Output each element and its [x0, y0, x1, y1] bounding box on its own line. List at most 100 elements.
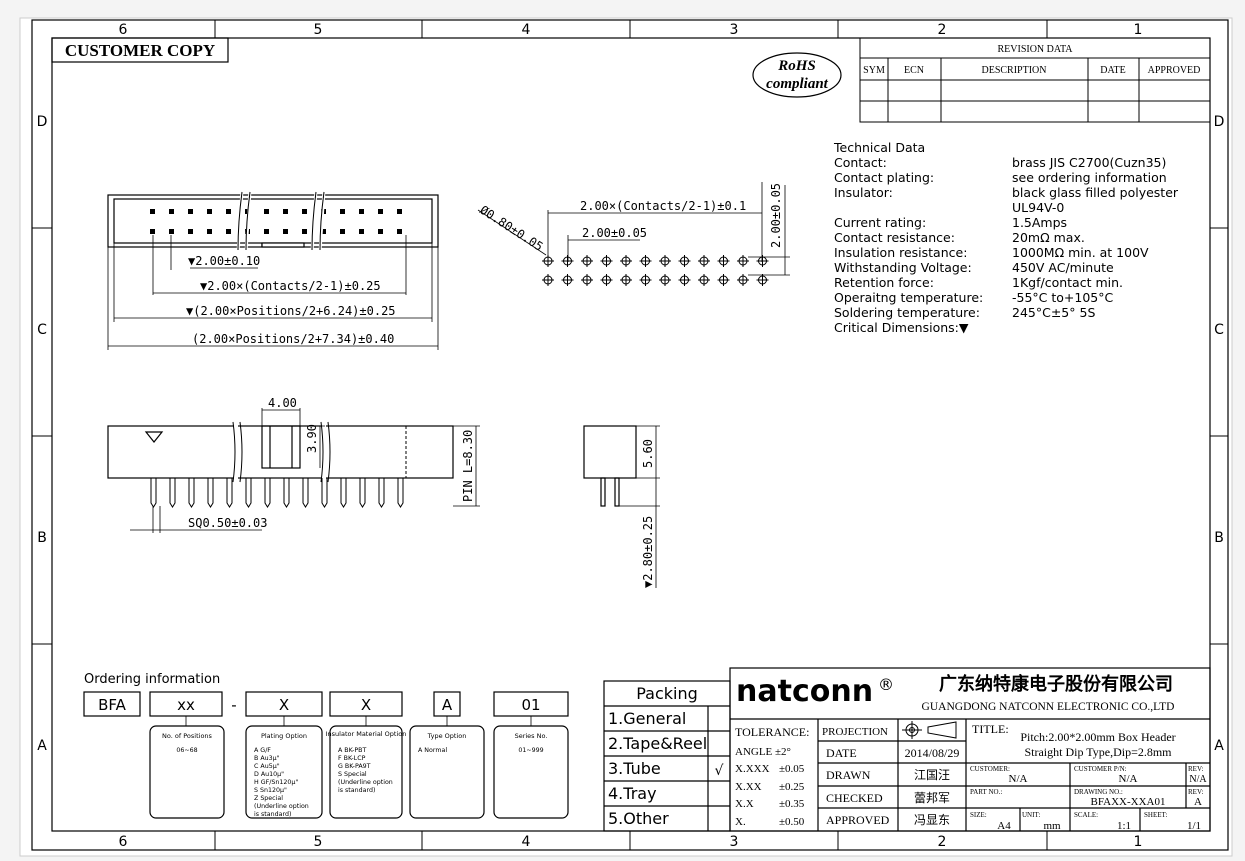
title-label: TITLE: — [972, 722, 1009, 736]
tech-label: Contact: — [834, 155, 887, 170]
dim-positions: ▼(2.00×Positions/2+6.24)±0.25 — [186, 304, 396, 318]
customer-copy-label: CUSTOMER COPY — [65, 41, 215, 60]
projection-symbol — [902, 721, 957, 739]
revision-title: REVISION DATA — [997, 44, 1073, 55]
drawing-no-label: DRAWING NO.: — [1074, 788, 1123, 796]
packing-title: Packing — [636, 684, 698, 703]
pin-lead — [169, 478, 176, 508]
option-box-line: is standard) — [254, 811, 291, 818]
row-label: C — [1214, 322, 1224, 338]
revision-header: APPROVED — [1148, 65, 1201, 76]
pin-lead — [397, 478, 404, 508]
drawn-label: DRAWN — [826, 768, 871, 782]
rev-label: REV: — [1188, 788, 1203, 796]
pin-lead — [150, 478, 157, 508]
option-box-line: A Normal — [418, 747, 447, 754]
pin-lead — [207, 478, 214, 508]
top-view — [107, 194, 439, 248]
option-box-frame — [329, 725, 403, 819]
size-value: A4 — [997, 820, 1011, 832]
pin-square — [397, 209, 402, 214]
company-name-cn: 广东纳特康电子股份有限公司 — [939, 673, 1173, 694]
company-name-en: GUANGDONG NATCONN ELECTRONIC CO.,LTD — [922, 701, 1175, 713]
pin-lead — [245, 478, 252, 508]
customer-label: CUSTOMER: — [970, 765, 1010, 773]
order-code: - — [231, 696, 236, 714]
pin-square — [150, 209, 155, 214]
packing-item: 3.Tube — [608, 759, 661, 778]
dim-pcb-span: 2.00×(Contacts/2-1)±0.1 — [580, 199, 746, 213]
tech-label: Insulator: — [834, 185, 893, 200]
projection-label: PROJECTION — [822, 726, 888, 738]
drawn-value: 江国汪 — [914, 768, 950, 782]
pcb-layout — [542, 255, 769, 286]
rohs-text: compliant — [766, 76, 829, 92]
scale-label: SCALE: — [1074, 811, 1098, 819]
option-box-title: Series No. — [515, 732, 548, 740]
checked-label: CHECKED — [826, 791, 883, 805]
option-box-title: No. of Positions — [162, 732, 212, 740]
pin-lead — [340, 478, 347, 508]
row-label: C — [37, 322, 47, 338]
customer-pn-label: CUSTOMER P/N: — [1074, 765, 1127, 773]
tech-value: black glass filled polyester — [1012, 185, 1179, 200]
pin-square — [302, 209, 307, 214]
option-box-line: Z Special — [254, 795, 283, 802]
tolerance-key: X.XXX — [735, 763, 770, 775]
tech-label: Current rating: — [834, 215, 926, 230]
tolerance-angle: ANGLE ±2° — [735, 746, 791, 758]
pin-square — [340, 229, 345, 234]
tech-value: brass JIS C2700(Cuzn35) — [1012, 155, 1166, 170]
pin-square — [378, 229, 383, 234]
tech-value: UL94V-0 — [1012, 200, 1064, 215]
revision-header: DATE — [1100, 65, 1126, 76]
option-box-title: Insulator Material Option — [326, 730, 407, 738]
tech-value: see ordering information — [1012, 170, 1167, 185]
tolerance-key: X.XX — [735, 781, 762, 793]
pin-square — [359, 209, 364, 214]
order-code: A — [442, 696, 453, 714]
row-label: D — [37, 114, 48, 130]
pin-lead — [359, 478, 366, 508]
pin-square — [226, 209, 231, 214]
dim-latch-height: 3.90 — [305, 424, 319, 453]
option-box-line: D Au10μ" — [254, 771, 284, 778]
pin-square — [321, 229, 326, 234]
customer-pn-value: N/A — [1119, 773, 1138, 785]
sheet-value: 1/1 — [1187, 820, 1201, 832]
revision-table — [859, 37, 1211, 123]
option-box-line: C Au5μ" — [254, 763, 280, 770]
side-view — [583, 425, 637, 507]
option-box-frame — [149, 725, 225, 819]
pin-lead — [264, 478, 271, 508]
row-label: B — [1214, 530, 1224, 546]
pin-lead — [302, 478, 309, 508]
option-box-line: (Underline option — [254, 803, 309, 810]
title-block — [729, 667, 1211, 832]
pin-square — [188, 229, 193, 234]
tech-value: 245°C±5° 5S — [1012, 305, 1095, 320]
tolerance-value: ±0.05 — [779, 763, 805, 775]
tech-label: Withstanding Voltage: — [834, 260, 972, 275]
packing-check: √ — [715, 763, 724, 779]
tolerance-value: ±0.50 — [779, 816, 805, 828]
pin-square — [283, 229, 288, 234]
approved-label: APPROVED — [826, 813, 890, 827]
pin-square — [283, 209, 288, 214]
pin-lead — [188, 478, 195, 508]
option-box-line: A BK-PBT — [338, 747, 366, 754]
pin-square — [397, 229, 402, 234]
packing-item: 4.Tray — [608, 784, 657, 803]
option-box-line: S Special — [338, 771, 367, 778]
revision-header: SYM — [863, 65, 885, 76]
pin-square — [226, 229, 231, 234]
dim-row-pitch: 2.00±0.05 — [769, 183, 783, 248]
option-box-frame — [409, 725, 485, 819]
tech-label: Contact resistance: — [834, 230, 955, 245]
option-box-line: 01~999 — [518, 747, 543, 754]
customer-value: N/A — [1009, 773, 1028, 785]
packing-item: 5.Other — [608, 809, 669, 828]
drawing-title: Pitch:2.00*2.00mm Box Header — [1020, 730, 1175, 744]
